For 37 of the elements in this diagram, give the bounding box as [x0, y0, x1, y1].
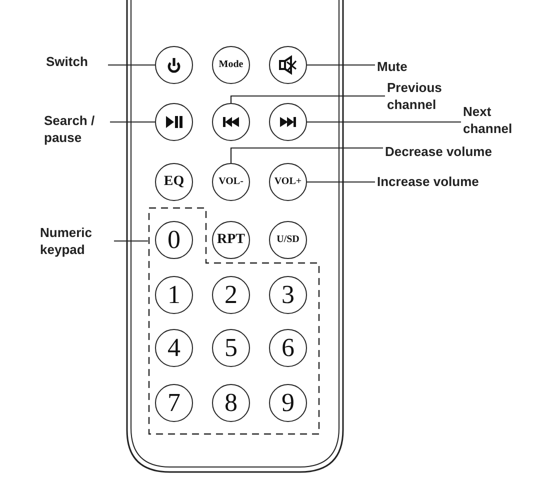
callout-label: Switch: [46, 53, 106, 71]
source-button: U/SD: [269, 221, 307, 259]
leader-line: [230, 147, 383, 163]
leader-line: [307, 121, 461, 123]
digit-button: 5: [212, 329, 250, 367]
eq-button: EQ: [155, 163, 193, 201]
callout-label: Decrease volume: [385, 143, 525, 161]
callout-label: Next channel: [463, 103, 533, 137]
volume-up-button: VOL+: [269, 163, 307, 201]
leader-line: [307, 64, 375, 66]
callout-label: Mute: [377, 58, 427, 76]
mode-button: Mode: [212, 46, 250, 84]
digit-button: 1: [155, 276, 193, 314]
callout-label: Increase volume: [377, 173, 512, 191]
digit-button: 9: [269, 384, 307, 422]
leader-line: [230, 95, 385, 103]
digit-button: 6: [269, 329, 307, 367]
digit-button: 7: [155, 384, 193, 422]
leader-line: [108, 64, 155, 66]
callout-label: Numeric keypad: [40, 224, 112, 258]
repeat-button: RPT: [212, 221, 250, 259]
digit-button: 2: [212, 276, 250, 314]
digit-button: 4: [155, 329, 193, 367]
callout-label: Search / pause: [44, 112, 108, 146]
next-button: [269, 103, 307, 141]
leader-line: [307, 181, 375, 183]
digit-button: 0: [155, 221, 193, 259]
digit-button: 3: [269, 276, 307, 314]
mute-button: [269, 46, 307, 84]
play-pause-button: [155, 103, 193, 141]
digit-button: 8: [212, 384, 250, 422]
leader-line: [114, 240, 148, 242]
callout-label: Previous channel: [387, 79, 459, 113]
leader-line: [110, 121, 155, 123]
power-button: [155, 46, 193, 84]
volume-down-button: VOL-: [212, 163, 250, 201]
previous-button: [212, 103, 250, 141]
